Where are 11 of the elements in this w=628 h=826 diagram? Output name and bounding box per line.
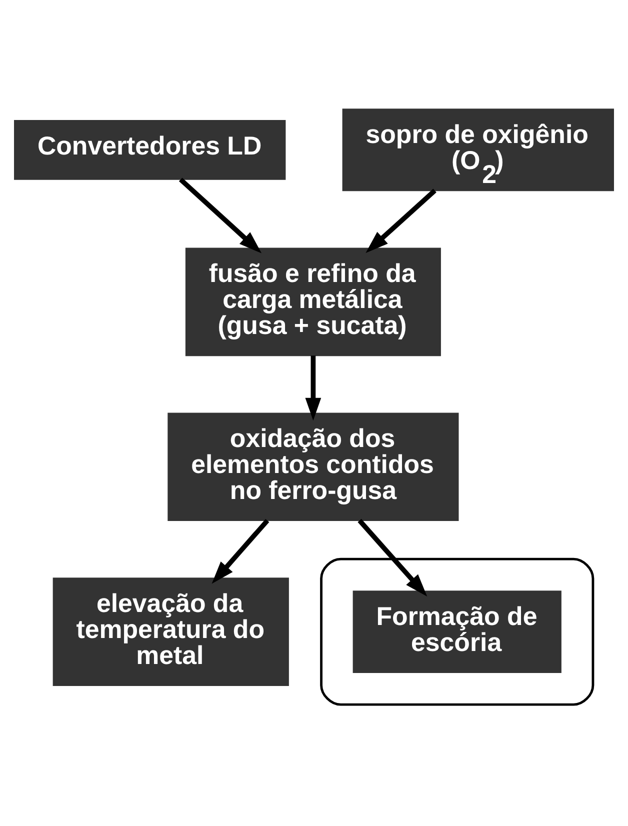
arrow xyxy=(366,188,436,252)
arrow xyxy=(305,355,322,420)
node-box: Convertedores LD xyxy=(14,119,286,180)
arrow xyxy=(178,177,262,253)
arrow xyxy=(358,518,428,596)
node-box: Formação de escória xyxy=(352,590,562,673)
cluster xyxy=(320,557,594,706)
arrow xyxy=(212,518,270,584)
node-box: elevação da temperatura do metal xyxy=(52,577,289,686)
node-box: fusão e refino da carga metálica (gusa + sucata) xyxy=(185,247,441,356)
node-box: oxidação dos elementos contidos no ferro-gusa xyxy=(168,412,459,521)
